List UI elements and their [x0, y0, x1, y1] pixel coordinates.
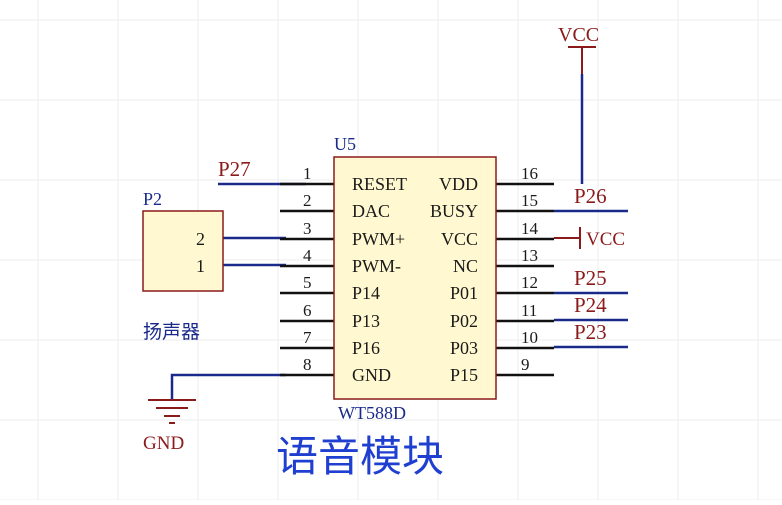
connector-pin-1-number: 1 — [196, 256, 205, 276]
connector-body — [142, 210, 224, 292]
vcc-top-label: VCC — [558, 24, 599, 46]
ic-right-pin-number: 13 — [521, 246, 538, 265]
ic-left-pin-number: 4 — [303, 246, 312, 265]
net-label-p26: P26 — [574, 184, 607, 208]
ic-right-pin-number: 12 — [521, 273, 538, 292]
vcc-side-power-port: VCC — [554, 227, 625, 250]
gnd-wire — [170, 373, 286, 400]
ic-right-pin-name: P02 — [450, 311, 478, 331]
net-label-p24: P24 — [574, 293, 607, 317]
ic-left-pin-name: P14 — [352, 283, 380, 303]
ic-right-pin-number: 15 — [521, 191, 538, 210]
ic-body — [333, 156, 497, 400]
ic-right-pin-number: 11 — [521, 301, 537, 320]
ic-designator: U5 — [334, 134, 356, 154]
ic-left-pin-number: 3 — [303, 219, 312, 238]
ic-left-pin-number: 6 — [303, 301, 312, 320]
ic-right-pin-number: 9 — [521, 355, 530, 374]
ic-right-pin-name: VCC — [441, 229, 478, 249]
net-label-p27: P27 — [218, 157, 251, 181]
ic-right-pin-name: P01 — [450, 283, 478, 303]
ic-right-pin-name: BUSY — [430, 201, 478, 221]
connector-pin-2-number: 2 — [196, 229, 205, 249]
ic-right-pin-number: 10 — [521, 328, 538, 347]
ic-left-pin-number: 5 — [303, 273, 312, 292]
ic-left-pin-name: PWM+ — [352, 229, 405, 249]
module-title: 语音模块 — [276, 432, 444, 481]
connector-designator: P2 — [143, 189, 162, 209]
ic-right-pin-name: NC — [453, 256, 478, 276]
ic-left-pin-name: P13 — [352, 311, 380, 331]
ic-left-pin-name: RESET — [352, 174, 407, 194]
ic-left-pin-number: 1 — [303, 164, 312, 183]
ic-left-pin-number: 8 — [303, 355, 312, 374]
gnd-power-port: GND — [143, 399, 196, 454]
speaker-connector: P2 2 1 扬声器 — [142, 189, 224, 343]
gnd-label: GND — [143, 433, 184, 454]
ic-left-pin-name: PWM- — [352, 256, 401, 276]
ic-left-pin-number: 2 — [303, 191, 312, 210]
connector-comment: 扬声器 — [143, 321, 200, 343]
vcc-side-label: VCC — [586, 229, 625, 250]
ic-left-pin-name: DAC — [352, 201, 390, 221]
vcc-top-power-port: VCC — [558, 24, 599, 74]
ic-left-pin-number: 7 — [303, 328, 312, 347]
ic-left-pin-name: P16 — [352, 338, 380, 358]
ic-part-number: WT588D — [338, 403, 406, 423]
net-label-p25: P25 — [574, 266, 607, 290]
ic-left-pin-name: GND — [352, 365, 391, 385]
ic-right-pin-number: 16 — [521, 164, 538, 183]
net-label-p23: P23 — [574, 320, 607, 344]
ic-right-pin-name: VDD — [439, 174, 478, 194]
ic-right-pin-name: P15 — [450, 365, 478, 385]
ic-right-pin-number: 14 — [521, 219, 539, 238]
ic-right-pin-name: P03 — [450, 338, 478, 358]
